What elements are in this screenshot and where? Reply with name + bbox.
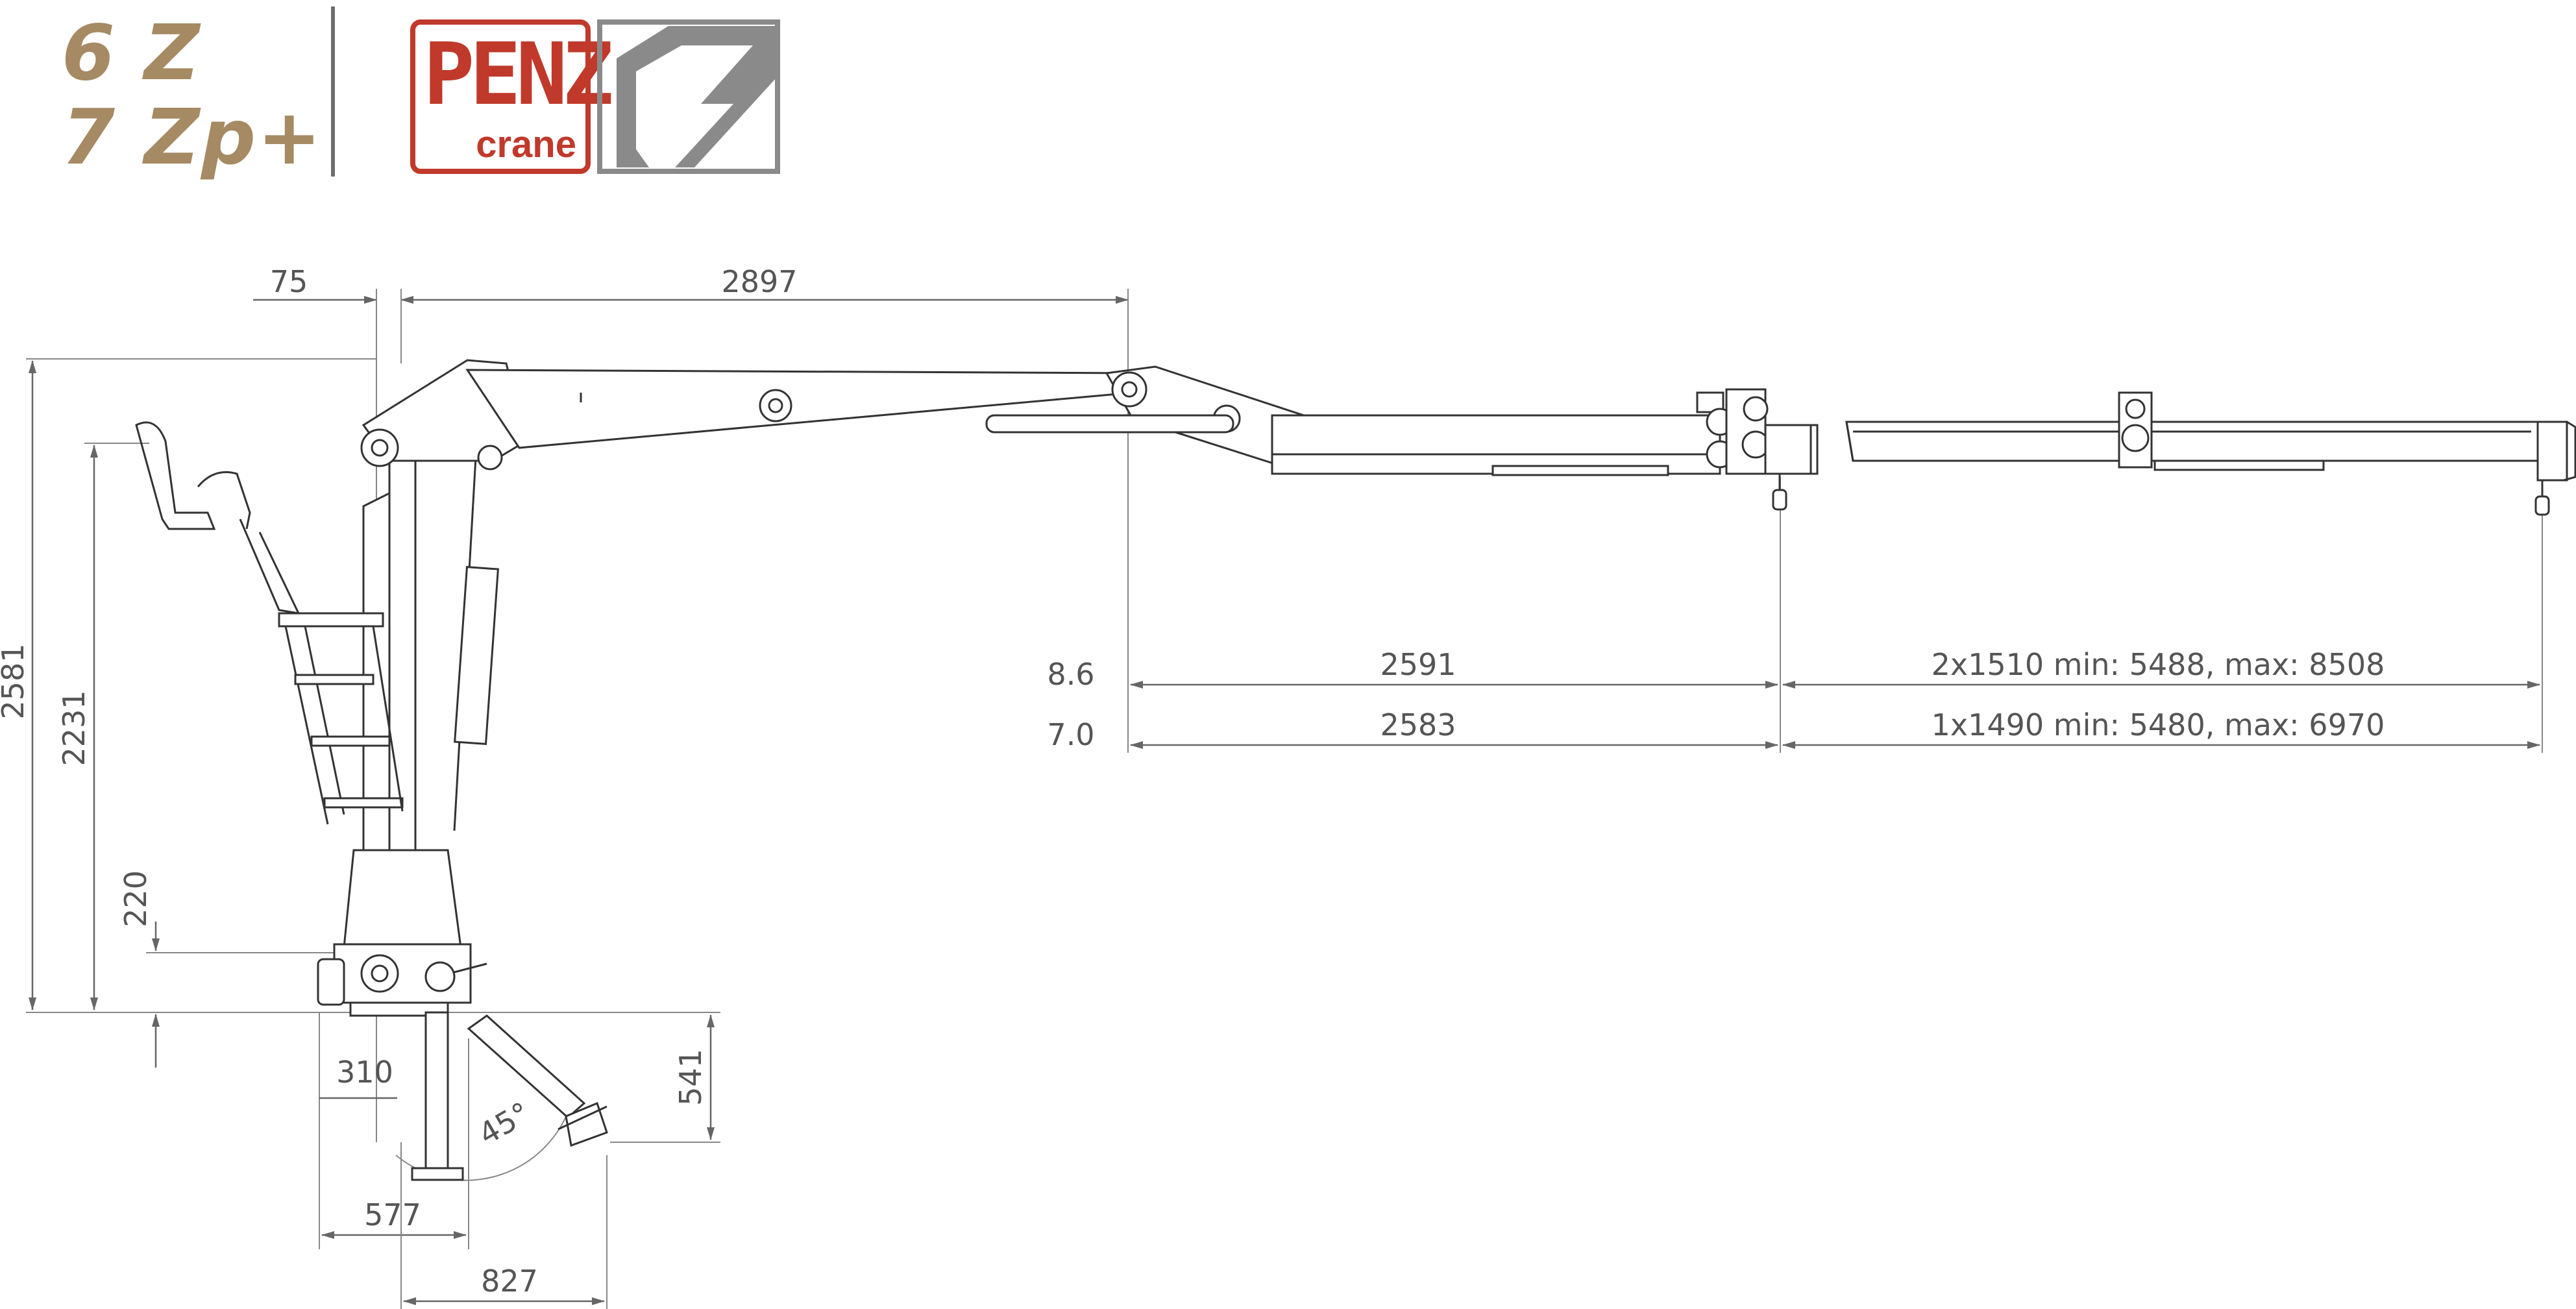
brand-mark-icon [597, 19, 780, 174]
dim-75: 75 [270, 264, 308, 299]
dim-310: 310 [336, 1055, 393, 1090]
dim-2231: 2231 [56, 690, 92, 766]
header-divider [331, 6, 335, 177]
penz-crane-logo: PENZ crane [410, 19, 614, 174]
dim-2591: 2591 [1380, 647, 1456, 682]
model-name-6z: 6 Z [62, 8, 201, 97]
model-name-7zp: 7 Zp+ [62, 92, 323, 182]
dim-541: 541 [673, 1049, 708, 1106]
dim-extension-1x1490: 1x1490 min: 5480, max: 6970 [1932, 707, 2385, 742]
dim-2897: 2897 [721, 264, 797, 299]
dim-angle-45: 45° [472, 1095, 536, 1152]
dim-2581: 2581 [0, 643, 31, 719]
dimension-labels: 75 2897 2581 2231 220 310 577 827 541 45… [0, 264, 2385, 1299]
crane-outline [135, 359, 2576, 1181]
dim-label-8-6: 8.6 [1047, 657, 1094, 692]
logo-text-crane: crane [476, 123, 576, 165]
dim-827: 827 [481, 1264, 538, 1299]
dim-label-7-0: 7.0 [1047, 717, 1094, 752]
dim-2583: 2583 [1380, 707, 1456, 742]
logo-text-penz: PENZ [423, 25, 614, 125]
dim-220: 220 [118, 870, 153, 927]
dim-extension-2x1510: 2x1510 min: 5488, max: 8508 [1932, 647, 2385, 682]
dim-577: 577 [364, 1197, 421, 1232]
